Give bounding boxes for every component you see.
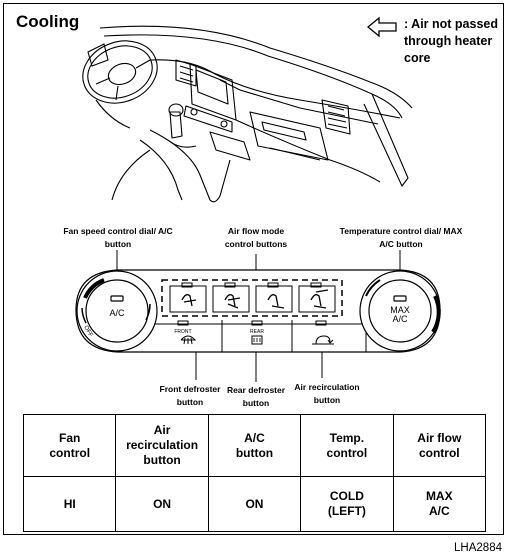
- cell-line: Air flow: [417, 430, 462, 445]
- callout-air-flow: Air flow mode control buttons: [206, 225, 306, 251]
- rear-defroster-icon: [251, 335, 263, 345]
- callout-line: Rear defroster: [226, 385, 286, 395]
- bi-level-mode-icon: [224, 294, 241, 309]
- callout-line: A/C button: [379, 239, 423, 249]
- foot-mode-icon: [267, 294, 285, 309]
- cell-line: Temp.: [329, 430, 365, 445]
- cell-line: A/C: [244, 430, 265, 445]
- callout-rear-defroster: Rear defroster button: [216, 384, 296, 410]
- header-cell: Air flow control: [392, 414, 487, 477]
- callout-line: button: [313, 395, 341, 405]
- front-defroster-icon: [180, 335, 197, 345]
- dashboard-illustration: [82, 25, 413, 203]
- table-row: HI ON ON COLD (LEFT) MAX A/C: [22, 476, 487, 532]
- settings-table: Fan control Air recirculation button A/C…: [22, 414, 487, 532]
- left-dial-label: A/C: [109, 308, 125, 318]
- foot-defrost-mode-icon: [310, 289, 329, 309]
- cell-line: button: [235, 445, 274, 460]
- callout-line: button: [242, 398, 270, 408]
- value-cell: ON: [207, 476, 302, 532]
- right-dial-label-2: A/C: [392, 314, 408, 324]
- callout-line: Air recirculation: [294, 382, 360, 392]
- value-cell: ON: [115, 476, 209, 532]
- cell-line: COLD: [329, 489, 364, 503]
- callout-temp-dial: Temperature control dial/ MAX A/C button: [334, 225, 468, 251]
- callout-line: Fan speed control dial/ A/C: [63, 226, 173, 236]
- cell-line: Fan: [59, 430, 81, 445]
- legend-line: through heater: [404, 34, 493, 48]
- cell-line: ON: [153, 496, 172, 511]
- callout-line: button: [104, 239, 132, 249]
- table-header-row: Fan control Air recirculation button A/C…: [22, 414, 487, 477]
- header-cell: Temp. control: [300, 414, 394, 477]
- legend-line: core: [404, 51, 431, 65]
- cell-line: button: [143, 453, 181, 467]
- callout-fan-dial: Fan speed control dial/ A/C button: [58, 225, 178, 251]
- value-cell: HI: [22, 476, 117, 532]
- callout-recirculation: Air recirculation button: [282, 381, 372, 407]
- panel-text: A/C OFF MAX A/C FRONT REAR: [82, 305, 409, 338]
- legend-text: : Air not passed through heater core: [404, 16, 504, 67]
- value-cell: COLD (LEFT): [300, 476, 394, 532]
- figure-title: Cooling: [16, 12, 80, 31]
- right-dial-label-1: MAX: [390, 305, 410, 315]
- header-cell: Fan control: [22, 414, 117, 477]
- callout-line: button: [176, 397, 204, 407]
- header-cell: A/C button: [207, 414, 302, 477]
- cell-line: control: [49, 445, 91, 460]
- cell-line: control: [418, 445, 460, 460]
- cell-line: control: [326, 445, 368, 460]
- legend-line: : Air not passed: [404, 17, 498, 31]
- value-cell: MAX A/C: [392, 476, 487, 532]
- left-dial-scale: OFF: [82, 325, 93, 339]
- rear-tag: REAR: [250, 329, 264, 335]
- cell-line: HI: [63, 496, 76, 511]
- recirculation-icon: [312, 335, 334, 345]
- callout-line: Air flow mode: [227, 226, 285, 236]
- front-tag: FRONT: [174, 329, 191, 335]
- cell-line: (LEFT): [327, 504, 366, 518]
- cell-line: recirculation: [126, 438, 199, 452]
- climate-control-panel: [75, 269, 441, 353]
- callout-line: Temperature control dial/ MAX: [339, 226, 463, 236]
- callout-front-defroster: Front defroster button: [150, 383, 230, 409]
- face-vent-mode-icon: [181, 294, 197, 307]
- cell-line: Air: [153, 423, 171, 437]
- callout-line: Front defroster: [159, 384, 221, 394]
- header-cell: Air recirculation button: [115, 414, 209, 477]
- figure-code: LHA2884: [454, 542, 502, 554]
- cell-line: MAX: [425, 489, 453, 503]
- hollow-left-arrow-icon: [366, 16, 397, 38]
- cell-line: A/C: [428, 504, 450, 518]
- callout-line: control buttons: [224, 239, 288, 249]
- cell-line: ON: [245, 496, 264, 511]
- figure-frame: [3, 3, 504, 535]
